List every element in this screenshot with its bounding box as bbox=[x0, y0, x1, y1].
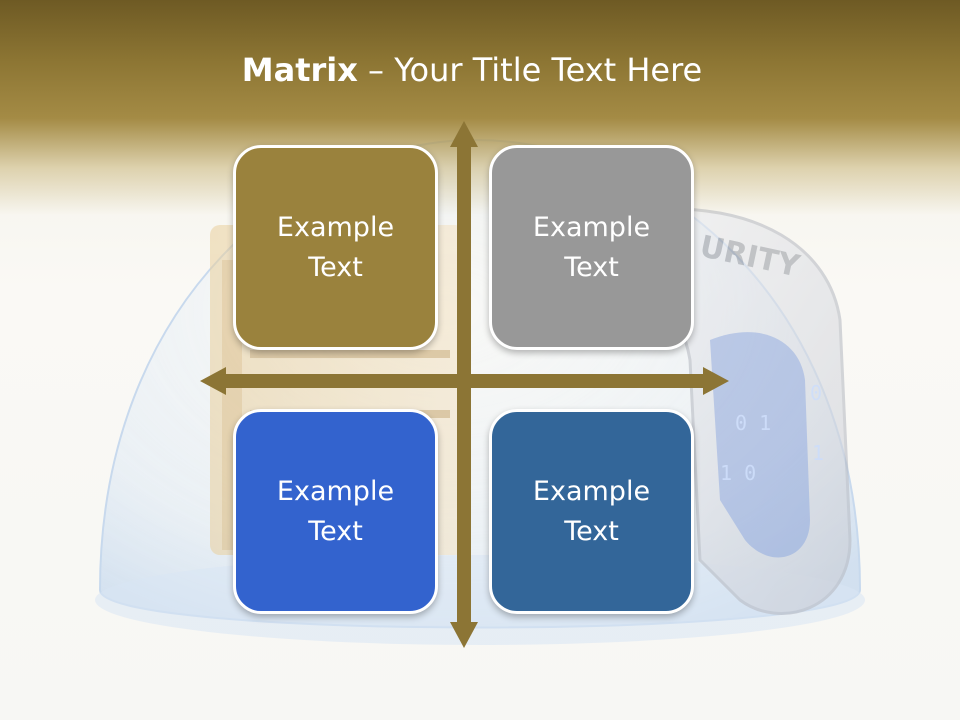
box-text-line1: Example bbox=[532, 211, 651, 243]
slide-title: Matrix – Your Title Text Here bbox=[0, 46, 944, 94]
matrix-box-bottom-left[interactable]: Example Text bbox=[233, 409, 438, 614]
title-rest: – Your Title Text Here bbox=[357, 51, 703, 89]
box-text-line2: Text bbox=[308, 251, 363, 283]
box-text-line1: Example bbox=[276, 211, 395, 243]
arrow-up-head bbox=[450, 121, 478, 147]
svg-text:0: 0 bbox=[810, 381, 822, 405]
arrow-down-head bbox=[450, 622, 478, 648]
box-text-line2: Text bbox=[564, 515, 619, 547]
box-text-line2: Text bbox=[564, 251, 619, 283]
box-text-line2: Text bbox=[308, 515, 363, 547]
title-bold: Matrix bbox=[241, 51, 358, 89]
horizontal-arrow-shaft bbox=[220, 374, 710, 388]
box-text-line1: Example bbox=[276, 475, 395, 507]
arrow-left-head bbox=[200, 367, 226, 395]
matrix-box-bottom-right[interactable]: Example Text bbox=[489, 409, 694, 614]
svg-text:0 1: 0 1 bbox=[735, 411, 771, 435]
header-band bbox=[0, 0, 960, 215]
svg-text:1: 1 bbox=[812, 441, 824, 465]
matrix-box-top-left[interactable]: Example Text bbox=[233, 145, 438, 350]
shield-icon: URITY 0 1 1 0 0 1 bbox=[597, 207, 852, 615]
arrow-right-head bbox=[703, 367, 729, 395]
box-text-line1: Example bbox=[532, 475, 651, 507]
matrix-box-top-right[interactable]: Example Text bbox=[489, 145, 694, 350]
svg-text:1 0: 1 0 bbox=[720, 461, 756, 485]
